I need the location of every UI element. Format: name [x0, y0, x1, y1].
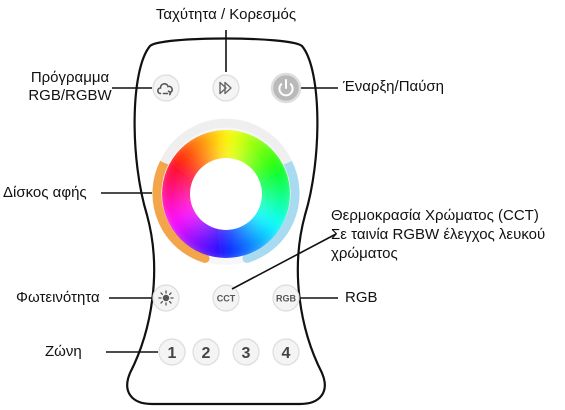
cct-button-label: CCT: [217, 294, 236, 304]
label-touch-disc: Δίσκος αφής: [3, 184, 87, 201]
remote-body-outline: [126, 37, 326, 406]
label-power: Έναρξη/Παύση: [343, 78, 445, 95]
zone-button-4-label: 4: [282, 345, 291, 362]
callout-cct: [231, 233, 337, 290]
sun-icon: [158, 290, 174, 306]
zone-button-3-label: 3: [242, 345, 251, 362]
ring-neutral-top: [160, 118, 292, 165]
label-cct-line1: Θερμοκρασία Χρώματος (CCT): [331, 207, 539, 224]
zone-button-4[interactable]: 4: [272, 338, 300, 366]
brightness-button[interactable]: [152, 284, 180, 312]
zone-button-2-label: 2: [202, 345, 211, 362]
ring-cool-segment: [242, 158, 300, 263]
touch-disc[interactable]: [152, 118, 300, 265]
cct-button[interactable]: CCT: [212, 284, 240, 312]
ring-warm-segment: [152, 158, 210, 263]
rgb-button-label: RGB: [276, 294, 297, 304]
program-button[interactable]: [152, 74, 180, 102]
zone-button-1[interactable]: 1: [158, 338, 186, 366]
power-button[interactable]: [270, 72, 302, 104]
fast-forward-icon: [219, 81, 232, 95]
disc-center: [190, 158, 262, 230]
label-cct-line3: χρώματος: [331, 245, 398, 262]
power-icon: [278, 79, 294, 97]
cloud-cycle-icon: [157, 83, 173, 96]
label-cct: Θερμοκρασία Χρώματος (CCT) Σε ταινία RGB…: [331, 206, 545, 263]
label-program-line1: Πρόγραμμα: [30, 69, 110, 86]
label-speed-saturation: Ταχύτητα / Κορεσμός: [155, 6, 297, 23]
label-brightness: Φωτεινότητα: [16, 289, 100, 306]
label-program-line2: RGB/RGBW: [28, 87, 112, 104]
zone-button-3[interactable]: 3: [232, 338, 260, 366]
callout-lines: [101, 30, 338, 353]
label-cct-line2: Σε ταινία RGBW έλεγχος λευκού: [331, 226, 546, 243]
rgb-button[interactable]: RGB: [272, 284, 300, 312]
zone-button-2[interactable]: 2: [192, 338, 220, 366]
zone-button-1-label: 1: [168, 345, 177, 362]
label-rgb: RGB: [345, 289, 378, 306]
speed-saturation-button[interactable]: [212, 74, 240, 102]
label-program: Πρόγραμμα RGB/RGBW: [22, 69, 118, 105]
label-zone: Ζώνη: [45, 343, 82, 360]
